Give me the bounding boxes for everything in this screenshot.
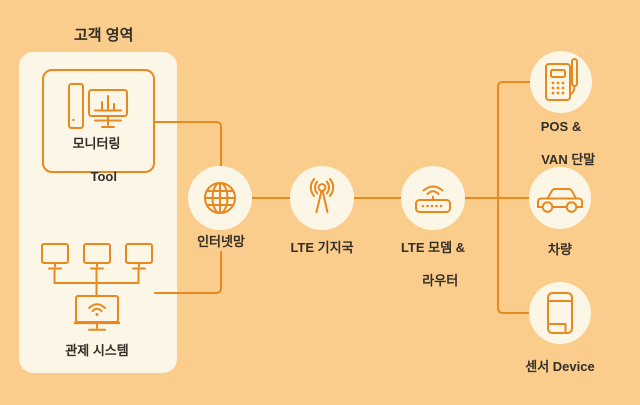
monitoring-tool-label: 모니터링 Tool: [72, 136, 121, 184]
pos-van-label: POS & VAN 단말: [540, 119, 596, 167]
lte-base-station-label: LTE 기지국: [290, 240, 354, 255]
control-system-label: 관제 시스템: [65, 343, 129, 358]
lte-modem-router-node: [401, 166, 465, 230]
small-monitor-icon: [82, 243, 111, 270]
desktop-monitor-chart-icon: [68, 83, 128, 129]
internet-label: 인터넷망: [197, 234, 245, 249]
small-monitor-icon: [40, 243, 69, 270]
small-monitor-icon: [124, 243, 153, 270]
customer-area-title: 고객 영역: [74, 27, 134, 44]
wifi-router-icon: [415, 185, 451, 213]
car-icon: [537, 188, 583, 213]
monitor-wifi-network-icon: [74, 295, 120, 331]
pos-terminal-icon: [545, 58, 578, 101]
antenna-tower-icon: [309, 178, 335, 213]
sensor-tablet-icon: [547, 292, 573, 334]
lte-modem-router-label: LTE 모뎀 & 라우터: [400, 240, 466, 288]
sensor-device-node: [529, 282, 591, 344]
vehicle-node: [529, 167, 591, 229]
globe-icon: [204, 182, 236, 214]
sensor-device-label: 센서 Device: [525, 359, 595, 374]
internet-node: [188, 166, 252, 230]
pos-van-node: [530, 51, 592, 113]
lte-base-station-node: [290, 166, 354, 230]
vehicle-label: 차량: [548, 242, 572, 257]
